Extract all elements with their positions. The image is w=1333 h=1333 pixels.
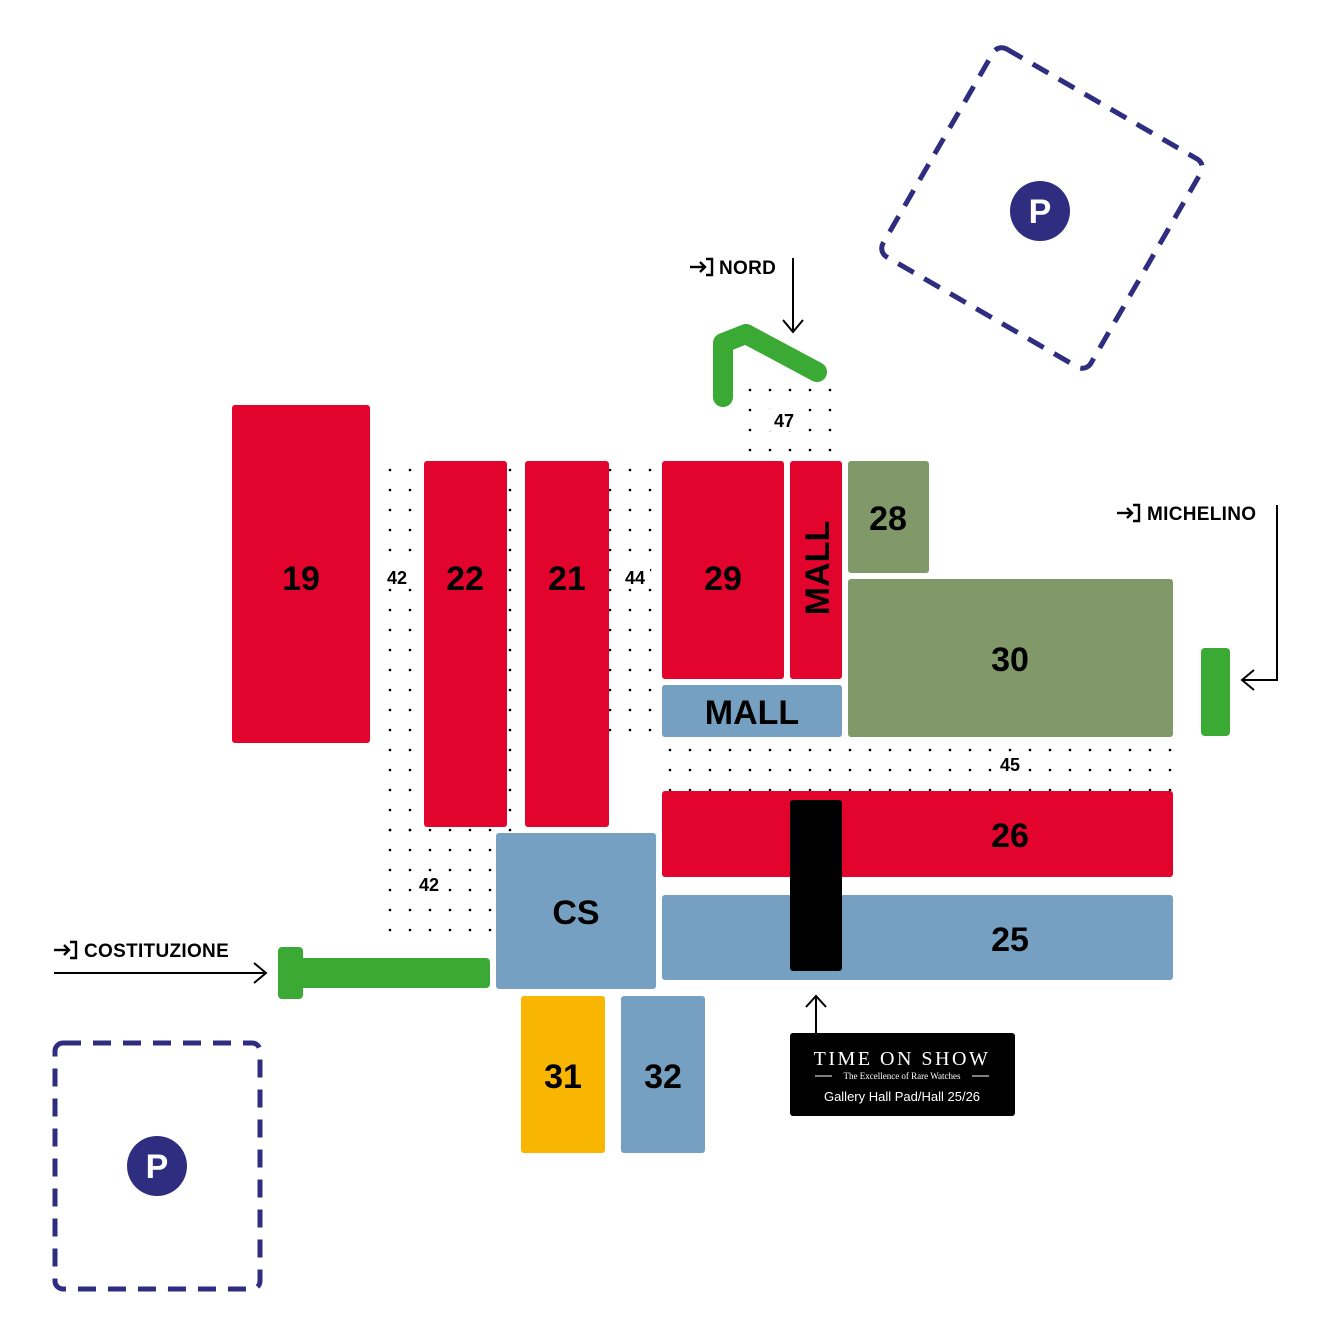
corridor-42-top-label: 42 (387, 568, 407, 588)
mall-vertical-block (790, 461, 842, 679)
entrance-nord[interactable]: NORD (690, 257, 804, 334)
hall-25-block (662, 895, 1173, 980)
corridor-42-bottom-label: 42 (419, 875, 439, 895)
corridor-42-bottom-label-bg (413, 873, 445, 895)
corridor-labels: 42 44 42 45 47 (382, 409, 1026, 895)
enter-icon (690, 257, 714, 277)
mall-horizontal-block (662, 685, 842, 737)
corridor-between-22-21-area (507, 455, 525, 835)
parking-top-right-icon (1010, 181, 1070, 241)
hall-28-label: 28 (869, 500, 907, 538)
gallery-hall-pad-block (790, 800, 842, 971)
arrow-left-icon (1240, 505, 1278, 691)
hall-30-block (848, 579, 1173, 737)
parking-bottom-left-label: P (146, 1148, 169, 1186)
hall-31[interactable]: 31 (521, 996, 605, 1153)
arrow-down-icon (782, 258, 804, 334)
corridor-47-label-bg (768, 409, 800, 431)
time-on-show-panel (790, 1033, 1015, 1116)
parking-bottom-left-icon (127, 1136, 187, 1196)
corridor-42-top-label-bg (382, 566, 412, 588)
parking-top-right-label: P (1029, 193, 1052, 231)
corridor-42-top-area (372, 455, 424, 835)
hall-22-label: 22 (446, 560, 484, 598)
gallery-hall-pad[interactable] (790, 800, 842, 971)
hall-26-label: 26 (991, 817, 1029, 855)
hall-25-label: 25 (991, 921, 1029, 959)
parking-bottom-left-boundary (52, 1040, 263, 1292)
parking-top-right[interactable]: P (878, 44, 1206, 372)
entrance-michelino-gate-shape (1201, 648, 1230, 736)
corridor-47-label: 47 (774, 411, 794, 431)
corridor-44-label: 44 (625, 568, 645, 588)
hall-32-block (621, 996, 705, 1153)
hall-cs[interactable]: CS (496, 833, 656, 989)
corridor-44-label-bg (620, 566, 650, 588)
hall-26[interactable]: 26 (662, 791, 1173, 877)
hall-30-label: 30 (991, 641, 1029, 679)
hall-19-label: 19 (282, 560, 320, 598)
hall-29-block (662, 461, 784, 679)
corridor-45-area (661, 736, 1173, 791)
corridor-areas (372, 385, 1173, 935)
hall-19[interactable]: 19 (232, 405, 370, 743)
time-on-show-title: TIME ON SHOW (814, 1048, 991, 1070)
hall-21[interactable]: 21 (525, 461, 609, 827)
hall-31-block (521, 996, 605, 1153)
entrance-nord-gate[interactable] (713, 324, 827, 407)
entrance-costituzione-gate[interactable] (278, 947, 490, 999)
enter-icon (1117, 503, 1141, 523)
arrow-up-icon (805, 994, 827, 1034)
corridor-44-area (609, 455, 661, 740)
mall-vertical-label: MALL (799, 521, 837, 615)
hall-22-block (424, 461, 507, 827)
entrance-costituzione[interactable]: COSTITUZIONE (54, 940, 268, 984)
corridor-45-label: 45 (1000, 755, 1020, 775)
hall-21-label: 21 (548, 560, 586, 598)
hall-32[interactable]: 32 (621, 996, 705, 1153)
entrance-michelino-gate[interactable] (1201, 648, 1230, 736)
parking-bottom-left[interactable]: P (52, 1040, 263, 1292)
hall-28-block (848, 461, 929, 573)
corridor-45-label-bg (994, 753, 1026, 775)
time-on-show-tagline: The Excellence of Rare Watches (843, 1071, 961, 1081)
hall-22[interactable]: 22 (424, 461, 507, 827)
time-on-show-badge[interactable]: TIME ON SHOW The Excellence of Rare Watc… (790, 994, 1015, 1116)
hall-29[interactable]: 29 (662, 461, 784, 679)
mall-horizontal-label: MALL (705, 694, 799, 732)
entrance-costituzione-label: COSTITUZIONE (84, 941, 229, 962)
entrance-michelino[interactable]: MICHELINO (1117, 503, 1278, 691)
hall-25[interactable]: 25 (662, 895, 1173, 980)
mall-vertical[interactable]: MALL (790, 461, 842, 679)
hall-cs-block (496, 833, 656, 989)
hall-21-block (525, 461, 609, 827)
enter-icon (54, 940, 78, 960)
entrance-costituzione-gate-bar (290, 958, 490, 988)
arrow-right-icon (54, 962, 268, 984)
hall-cs-label: CS (552, 894, 599, 932)
hall-28[interactable]: 28 (848, 461, 929, 573)
hall-26-block (662, 791, 1173, 877)
time-on-show-location: Gallery Hall Pad/Hall 25/26 (824, 1089, 980, 1104)
hall-29-label: 29 (704, 560, 742, 598)
mall-horizontal[interactable]: MALL (662, 685, 842, 737)
parking-top-right-boundary (879, 45, 1205, 371)
entrance-nord-label: NORD (719, 258, 776, 279)
entrance-michelino-label: MICHELINO (1147, 504, 1256, 525)
entrance-nord-gate-shape (713, 324, 827, 407)
hall-31-label: 31 (544, 1058, 582, 1096)
hall-32-label: 32 (644, 1058, 682, 1096)
hall-19-block (232, 405, 370, 743)
hall-30[interactable]: 30 (848, 579, 1173, 737)
